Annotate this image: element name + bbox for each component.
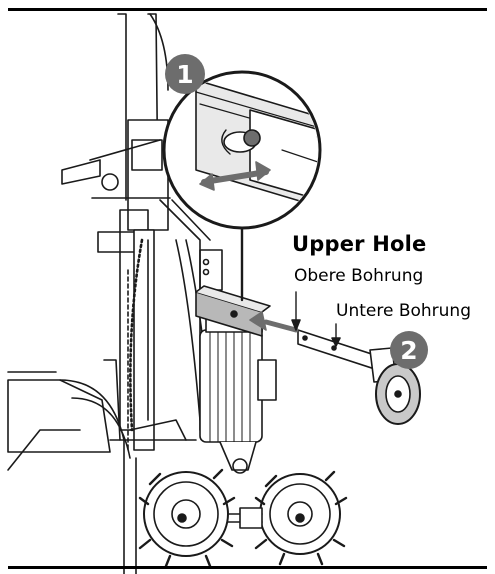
obere-bohrung-label: Obere Bohrung (294, 266, 424, 286)
attachment-beam (195, 285, 271, 337)
insert-arrow-head (249, 311, 267, 331)
chain (129, 238, 144, 432)
lower-hole-pointer-head (331, 337, 341, 347)
step-1-badge: 1 (165, 54, 205, 94)
pull-arm (297, 329, 421, 425)
transport-wheels (138, 468, 348, 568)
upper-hole-label: Upper Hole (292, 232, 427, 256)
upper-hole-pointer-head (291, 319, 301, 331)
untere-bohrung-label: Untere Bohrung (336, 301, 471, 321)
bottom-rule (8, 566, 487, 569)
electric-motor (199, 317, 277, 474)
pin-move-arrow (201, 169, 269, 185)
detail-magnifier (162, 70, 322, 230)
step-2-badge: 2 (390, 331, 428, 369)
splitting-table (7, 359, 197, 574)
machine-column (61, 13, 223, 451)
top-rule (8, 8, 487, 11)
insert-arrow (263, 319, 299, 333)
